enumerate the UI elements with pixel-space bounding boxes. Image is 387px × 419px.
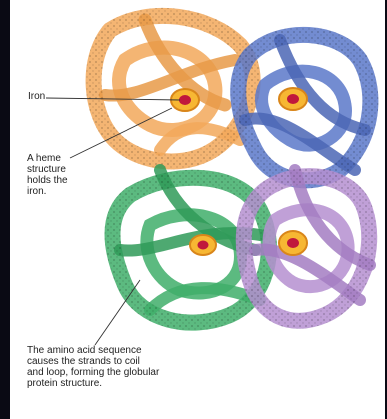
heme-group-blue bbox=[279, 88, 307, 110]
figure-panel: Iron A heme structure holds the iron. Th… bbox=[10, 0, 385, 419]
heme-group-green bbox=[190, 235, 216, 255]
iron-label: Iron bbox=[28, 91, 45, 102]
amino-leader-line bbox=[95, 280, 140, 345]
blue-subunit bbox=[238, 35, 370, 181]
orange-subunit bbox=[94, 16, 253, 162]
heme-label: A heme structure holds the iron. bbox=[27, 153, 97, 197]
amino-acid-label: The amino acid sequence causes the stran… bbox=[27, 345, 202, 389]
heme-group-purple bbox=[279, 231, 307, 255]
